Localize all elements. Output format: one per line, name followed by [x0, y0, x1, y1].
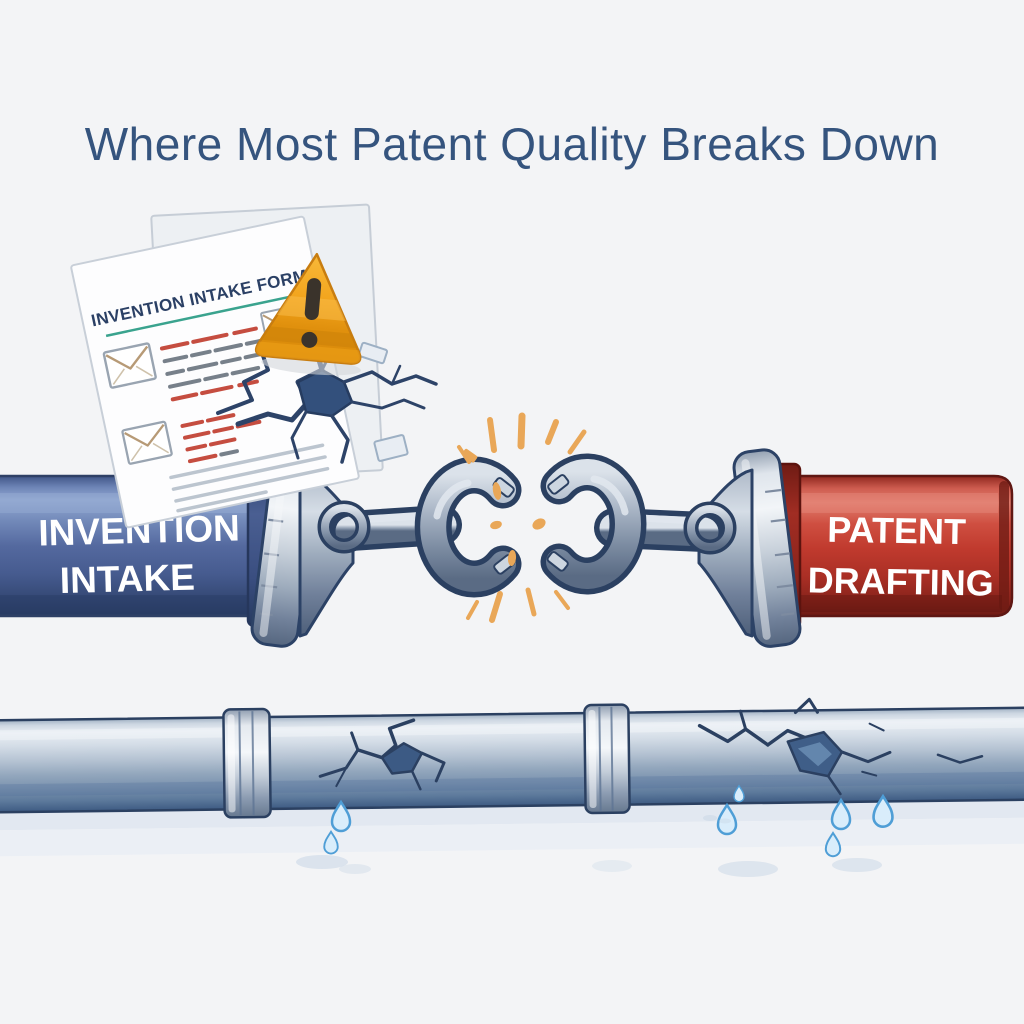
- floor-band: [0, 799, 1024, 831]
- form-underline: [105, 293, 301, 338]
- drafting-pipe-label-line2: DRAFTING: [807, 559, 994, 603]
- pipe-crack-right: [697, 697, 984, 796]
- cracked-bottom-pipe: [0, 697, 1024, 857]
- paper-shards: [357, 341, 409, 462]
- pipe-shade: [0, 595, 258, 614]
- bottom-pipe-coupling-right: [583, 703, 631, 815]
- form-scribbles-gray: [162, 338, 266, 457]
- envelope-checkbox-icon: [102, 341, 158, 390]
- pipe-crack-left: [318, 718, 446, 791]
- form-ruled-lines: [169, 443, 330, 513]
- chain-right: [540, 453, 737, 595]
- envelope-checkbox-icon: [121, 420, 174, 466]
- floor-band-light: [0, 817, 1024, 857]
- chain-left: [317, 456, 522, 598]
- bottom-pipe-coupling-left: [222, 707, 272, 819]
- spark-burst-icon: [457, 412, 587, 623]
- pipe-highlight: [798, 493, 998, 513]
- intake-form-document: INVENTION INTAKE FORM: [70, 203, 438, 529]
- form-scribbles-red: [159, 326, 262, 464]
- broken-chain-icon: [317, 412, 737, 623]
- patent-drafting-pipe: PATENT DRAFTING: [796, 474, 1014, 618]
- water-puddles: [296, 815, 882, 877]
- pipe-end-shade: [999, 481, 1009, 611]
- form-front-page: INVENTION INTAKE FORM: [70, 215, 360, 529]
- intake-pipe-label-line2: INTAKE: [59, 557, 195, 602]
- page-title: Where Most Patent Quality Breaks Down: [85, 118, 940, 170]
- exclamation-mark: [304, 278, 322, 320]
- drafting-pipe-label-line1: PATENT: [827, 509, 966, 552]
- water-leaks: [296, 785, 894, 877]
- pipe-shade: [798, 595, 1002, 612]
